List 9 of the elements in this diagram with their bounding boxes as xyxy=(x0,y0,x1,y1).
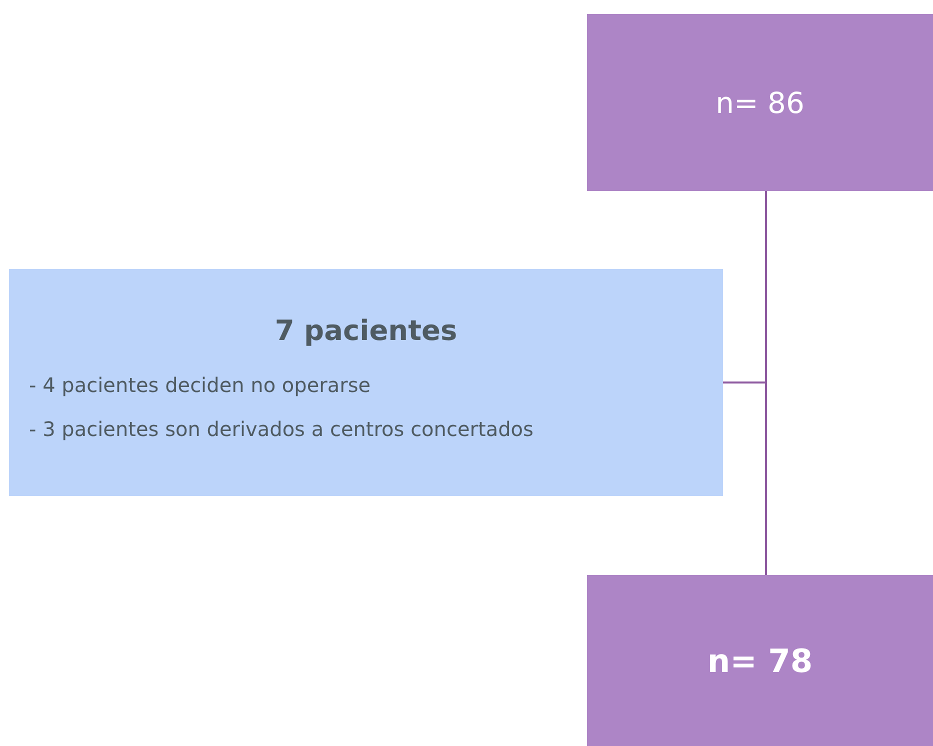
exclusion-reason: - 4 pacientes deciden no operarse xyxy=(29,372,372,399)
count-box xyxy=(587,14,933,191)
count-box xyxy=(587,575,933,746)
connector-line xyxy=(723,191,767,384)
exclusion-box xyxy=(9,269,723,496)
exclusion-reason: - 3 pacientes son derivados a centros concertados xyxy=(29,416,534,443)
patient-count: n= 78 xyxy=(707,642,813,680)
exclusion-heading: 7 pacientes xyxy=(274,314,458,347)
patient-count: n= 86 xyxy=(716,86,804,120)
